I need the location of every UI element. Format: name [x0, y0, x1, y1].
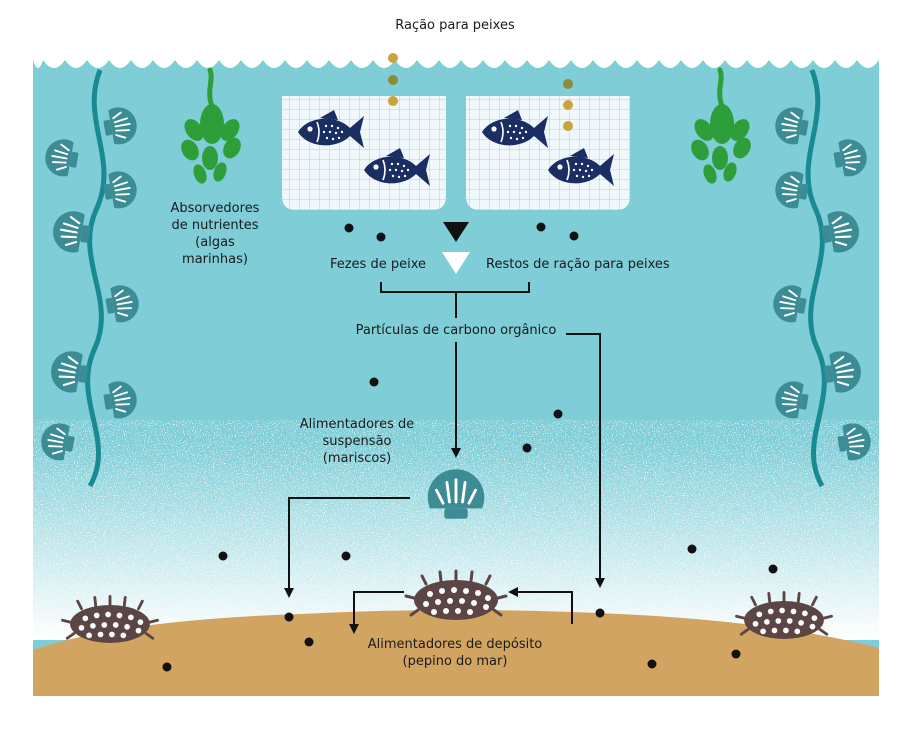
nutrient-absorbers-line-4: marinhas)	[182, 252, 248, 267]
deposit-feeders-line-1: Alimentadores de depósito	[367, 637, 543, 652]
suspension-feeders-label: Alimentadores de suspensão (mariscos)	[292, 416, 422, 467]
deposit-feeders-label: Alimentadores de depósito (pepino do mar…	[360, 636, 550, 670]
deposit-feeders-line-2: (pepino do mar)	[402, 654, 508, 669]
kelp-icon	[37, 69, 143, 488]
nutrient-absorbers-line-2: de nutrientes	[171, 218, 259, 233]
bracket	[380, 282, 530, 318]
fish-feces-label: Fezes de peixe	[329, 257, 426, 272]
kelp-icon	[769, 69, 875, 488]
suspension-feeders-line-2: suspensão	[322, 434, 392, 449]
organic-carbon-label: Partículas de carbono orgânico	[355, 323, 557, 338]
nutrient-absorbers-line-1: Absorvedores	[170, 201, 260, 216]
nutrient-absorbers-line-3: (algas	[195, 235, 235, 250]
title: Ração para peixes	[395, 18, 515, 33]
flow-arrows	[284, 333, 605, 634]
wave-line	[33, 54, 879, 68]
net-cage-icon	[282, 96, 446, 210]
net-cage-icon	[466, 96, 630, 210]
sand-bed	[33, 610, 879, 696]
wave-edge	[33, 54, 879, 68]
feed-remains-label: Restos de ração para peixes	[486, 257, 670, 272]
suspension-feeders-line-1: Alimentadores de	[299, 417, 415, 432]
down-triangle-icon	[443, 222, 469, 242]
nutrient-absorbers-label: Absorvedores de nutrientes (algas marinh…	[150, 200, 280, 268]
feed-pellets	[388, 53, 573, 131]
white-triangle-icon	[442, 252, 470, 274]
particle-dots	[162, 222, 778, 672]
suspension-feeders-line-3: (mariscos)	[322, 451, 392, 466]
